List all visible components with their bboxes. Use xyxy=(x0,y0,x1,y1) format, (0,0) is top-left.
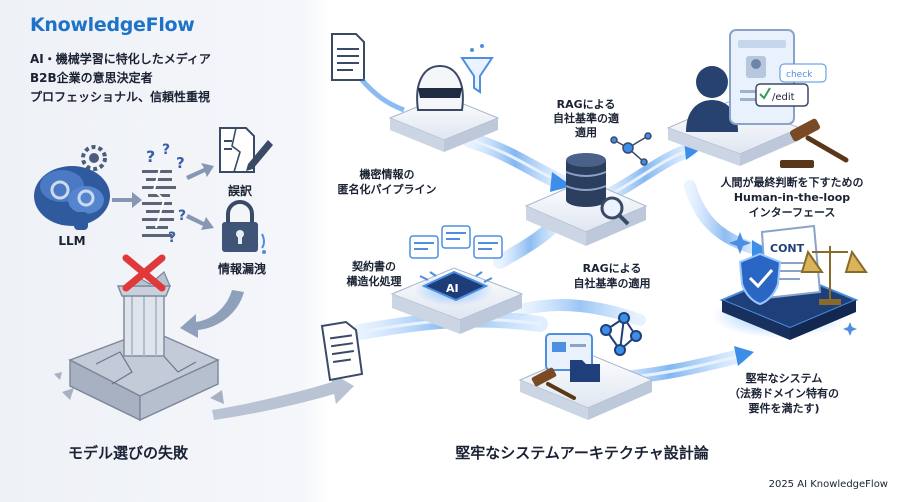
contract-paper-icon: CONT xyxy=(760,224,822,300)
sparkle-icon xyxy=(729,232,857,336)
ai-chip-icon: AI xyxy=(414,270,494,306)
failure-arrow xyxy=(180,290,244,338)
graph-network-icon xyxy=(600,312,642,356)
hitl-label-line3: インターフェース xyxy=(748,206,836,219)
tagline-3: プロフェッショナル、信頼性重視 xyxy=(30,90,211,104)
anonymize-label-line2: 匿名化パイプライン xyxy=(337,183,437,196)
mistranslation-label: 誤訳 xyxy=(227,184,253,198)
brand-logo-text: KnowledgeFlow xyxy=(30,14,195,36)
svg-text:?: ? xyxy=(176,154,185,172)
rag-top-label-line2: 自社基準の適 xyxy=(553,112,619,125)
svg-text:?: ? xyxy=(168,230,176,246)
doc-to-anonymize-flow xyxy=(360,78,405,113)
svg-text:?: ? xyxy=(162,142,170,158)
gavel-small-icon xyxy=(531,367,576,400)
network-icon xyxy=(610,132,652,166)
garbled-text-icon xyxy=(142,167,176,237)
magnifier-icon xyxy=(600,196,630,226)
svg-text:check: check xyxy=(786,70,813,80)
rag-top-label-line1: RAGによる xyxy=(556,98,616,111)
pen-icon xyxy=(246,140,273,171)
masked-head-icon xyxy=(416,64,464,111)
form-cards-icon xyxy=(409,225,503,259)
scales-icon xyxy=(800,246,868,305)
funnel-icon xyxy=(460,44,494,94)
document-icon xyxy=(331,33,365,81)
gavel-icon xyxy=(780,118,849,168)
robust-label-line2: （法務ドメイン特有の xyxy=(729,387,839,400)
shield-check-icon xyxy=(738,252,782,306)
transition-arrow xyxy=(212,372,354,420)
contract-label-line2: 構造化処理 xyxy=(346,275,402,288)
contract-label-line1: 契約書の xyxy=(352,260,396,273)
mistranslation-arrow xyxy=(186,163,214,180)
rag-mid-label-line2: 自社基準の適用 xyxy=(573,277,651,290)
robust-label-line3: 要件を満たす) xyxy=(748,402,820,415)
leak-label: 情報漏洩 xyxy=(217,262,267,276)
x-mark-icon xyxy=(122,254,166,292)
architecture-title: 堅牢なシステムアーキテクチャ設計論 xyxy=(455,444,709,462)
folder-window-icon xyxy=(545,333,600,382)
robust-label-line1: 堅牢なシステム xyxy=(745,372,823,385)
rag-mid-label-line1: RAGによる xyxy=(582,262,642,275)
svg-text:?: ? xyxy=(146,147,155,166)
svg-text:CONT: CONT xyxy=(770,242,805,255)
llm-label: LLM xyxy=(58,234,86,248)
user-silhouette-icon xyxy=(686,66,738,132)
gear-icon xyxy=(81,145,107,171)
check-badge-icon: check xyxy=(779,63,827,83)
leak-arrow xyxy=(186,214,214,230)
contract-document-icon xyxy=(320,320,364,382)
failure-title: モデル選びの失敗 xyxy=(67,444,189,462)
svg-text:/edit: /edit xyxy=(772,92,795,103)
broken-lock-icon xyxy=(222,200,266,254)
database-icon xyxy=(565,153,607,207)
svg-text:AI: AI xyxy=(446,282,459,295)
anonymize-label-line1: 機密情報の xyxy=(359,168,415,181)
hitl-label-line1: 人間が最終判断を下すための xyxy=(720,176,864,189)
edit-badge-icon: /edit xyxy=(755,83,809,107)
hitl-label-line2: Human-in-the-loop xyxy=(733,191,851,204)
copyright-text: 2025 AI KnowledgeFlow xyxy=(768,479,888,490)
tagline-1: AI・機械学習に特化したメディア xyxy=(30,52,211,66)
svg-text:?: ? xyxy=(178,208,186,224)
question-mark-icon: ? ? ? ? ? xyxy=(146,142,186,246)
tagline-2: B2B企業の意思決定者 xyxy=(30,71,153,85)
broken-pillar-icon xyxy=(54,271,224,422)
brain-icon xyxy=(34,166,110,230)
llm-output-arrow xyxy=(112,192,142,208)
rag-top-label-line3: 適用 xyxy=(575,126,597,139)
broken-document-icon xyxy=(219,127,255,173)
